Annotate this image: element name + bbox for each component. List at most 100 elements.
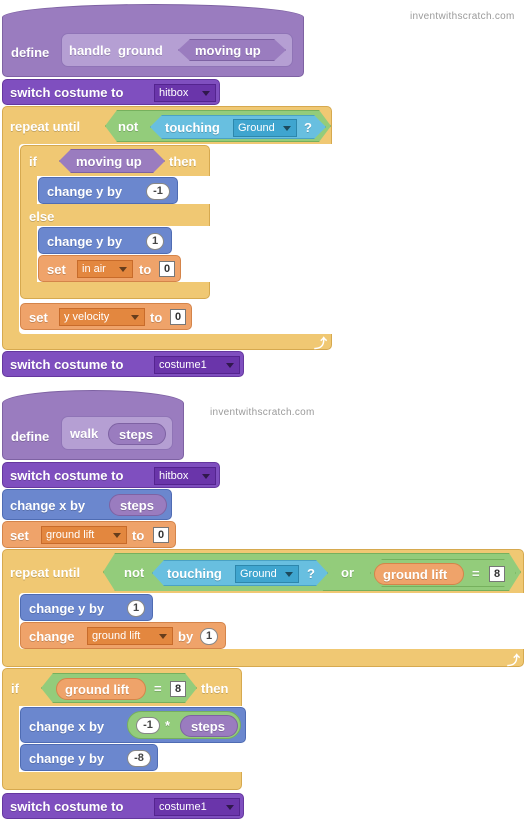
dropdown-arrow-icon xyxy=(202,91,210,96)
dropdown-arrow-icon xyxy=(113,533,121,538)
not-operator[interactable]: not touching Ground ? xyxy=(105,110,331,142)
multiply-label: * xyxy=(165,718,171,733)
define-label: define xyxy=(11,429,50,444)
touching-label: touching xyxy=(165,120,220,135)
proc-name-handle: handle xyxy=(69,43,111,58)
set-variable-block[interactable]: set in air to 0 xyxy=(38,255,181,282)
or-label: or xyxy=(341,565,354,580)
dropdown-arrow-icon xyxy=(131,315,139,320)
repeat-until-label: repeat until xyxy=(10,119,81,134)
variable-value: ground lift xyxy=(92,630,141,642)
dropdown-arrow-icon xyxy=(226,363,234,368)
define-hat-block[interactable]: define walk steps xyxy=(2,390,184,460)
proc-prototype: handle ground moving up xyxy=(61,33,293,67)
change-y-block[interactable]: change y by 1 xyxy=(20,594,153,621)
else-label: else xyxy=(29,209,55,224)
dropdown-arrow-icon xyxy=(285,572,293,577)
costume-value: costume1 xyxy=(159,359,207,371)
param-label: steps xyxy=(119,427,153,442)
equals-operator[interactable]: ground lift = 8 xyxy=(370,559,516,587)
change-by-value[interactable]: 1 xyxy=(200,628,218,645)
steps-reporter[interactable]: steps xyxy=(109,494,167,516)
switch-costume-label: switch costume to xyxy=(10,357,124,372)
switch-costume-label: switch costume to xyxy=(10,799,124,814)
costume-dropdown[interactable]: hitbox xyxy=(154,467,216,485)
dropdown-arrow-icon xyxy=(283,126,291,131)
watermark: inventwithscratch.com xyxy=(210,407,315,418)
equals-operator[interactable]: ground lift = 8 xyxy=(41,673,197,703)
change-variable-block[interactable]: change ground lift by 1 xyxy=(20,622,226,649)
change-y-value[interactable]: -1 xyxy=(146,183,170,200)
variable-dropdown[interactable]: in air xyxy=(77,260,133,278)
multiply-left-value[interactable]: -1 xyxy=(136,717,160,734)
touching-dropdown[interactable]: Ground xyxy=(235,565,299,583)
param-steps[interactable]: steps xyxy=(108,423,166,445)
change-y-block[interactable]: change y by -8 xyxy=(20,744,158,771)
change-y-value[interactable]: 1 xyxy=(146,233,164,250)
change-y-value[interactable]: -8 xyxy=(127,750,151,767)
equals-label: = xyxy=(154,681,162,696)
switch-costume-block[interactable]: switch costume to hitbox xyxy=(2,79,220,105)
change-x-block[interactable]: change x by steps xyxy=(2,489,172,520)
dropdown-arrow-icon xyxy=(226,805,234,810)
variable-dropdown[interactable]: ground lift xyxy=(41,526,127,544)
change-x-block[interactable]: change x by -1 * steps xyxy=(20,707,246,743)
not-operator[interactable]: not touching Ground ? xyxy=(104,554,334,592)
costume-dropdown[interactable]: costume1 xyxy=(154,356,240,374)
if-condition-moving-up[interactable]: moving up xyxy=(59,149,165,173)
switch-costume-label: switch costume to xyxy=(10,468,124,483)
variable-dropdown[interactable]: y velocity xyxy=(59,308,145,326)
touching-dropdown[interactable]: Ground xyxy=(233,119,297,137)
switch-costume-block[interactable]: switch costume to costume1 xyxy=(2,793,244,819)
dropdown-arrow-icon xyxy=(159,634,167,639)
costume-value: costume1 xyxy=(159,801,207,813)
set-value[interactable]: 0 xyxy=(170,309,186,325)
touching-sensing[interactable]: touching Ground ? xyxy=(150,115,326,139)
define-hat-block[interactable]: define handle ground moving up xyxy=(2,4,304,77)
proc-name-walk: walk xyxy=(70,426,99,441)
compare-value[interactable]: 8 xyxy=(489,566,505,582)
loop-arrow-icon: ⤴ xyxy=(507,653,521,668)
change-x-label: change x by xyxy=(10,498,86,513)
ground-lift-reporter[interactable]: ground lift xyxy=(56,678,146,700)
costume-dropdown[interactable]: costume1 xyxy=(154,798,240,816)
compare-value[interactable]: 8 xyxy=(170,681,186,697)
watermark: inventwithscratch.com xyxy=(410,11,515,22)
switch-costume-block[interactable]: switch costume to hitbox xyxy=(2,462,220,488)
set-value[interactable]: 0 xyxy=(159,261,175,277)
not-label: not xyxy=(124,565,145,580)
or-operator[interactable]: not touching Ground ? or ground lift = 8 xyxy=(103,553,521,591)
costume-value: hitbox xyxy=(159,470,189,482)
set-value[interactable]: 0 xyxy=(153,527,169,543)
multiply-operator[interactable]: -1 * steps xyxy=(127,711,241,739)
change-y-block[interactable]: change y by 1 xyxy=(38,227,172,254)
switch-costume-block[interactable]: switch costume to costume1 xyxy=(2,351,244,377)
if-label: if xyxy=(29,154,37,169)
question-mark: ? xyxy=(307,566,315,581)
proc-name-ground: ground xyxy=(118,43,163,58)
set-variable-block[interactable]: set y velocity to 0 xyxy=(20,303,192,330)
set-variable-block[interactable]: set ground lift to 0 xyxy=(2,521,176,548)
set-label: set xyxy=(29,310,48,325)
question-mark: ? xyxy=(304,120,312,135)
to-label: to xyxy=(132,528,145,543)
change-y-block[interactable]: change y by -1 xyxy=(38,177,178,204)
equals-label: = xyxy=(472,566,480,581)
ground-lift-label: ground lift xyxy=(383,567,448,582)
to-label: to xyxy=(150,310,163,325)
set-label: set xyxy=(10,528,29,543)
change-y-value[interactable]: 1 xyxy=(127,600,145,617)
param-moving-up[interactable]: moving up xyxy=(178,39,286,61)
touching-value: Ground xyxy=(240,568,277,580)
steps-reporter[interactable]: steps xyxy=(180,715,238,737)
loop-arrow-icon: ⤴ xyxy=(314,336,328,351)
touching-sensing[interactable]: touching Ground ? xyxy=(152,560,328,586)
change-x-label: change x by xyxy=(29,719,105,734)
ground-lift-reporter[interactable]: ground lift xyxy=(374,563,464,585)
costume-dropdown[interactable]: hitbox xyxy=(154,84,216,102)
change-y-label: change y by xyxy=(47,184,123,199)
change-y-label: change y by xyxy=(29,601,105,616)
proc-prototype: walk steps xyxy=(61,416,173,450)
if-label: if xyxy=(11,681,19,696)
variable-dropdown[interactable]: ground lift xyxy=(87,627,173,645)
